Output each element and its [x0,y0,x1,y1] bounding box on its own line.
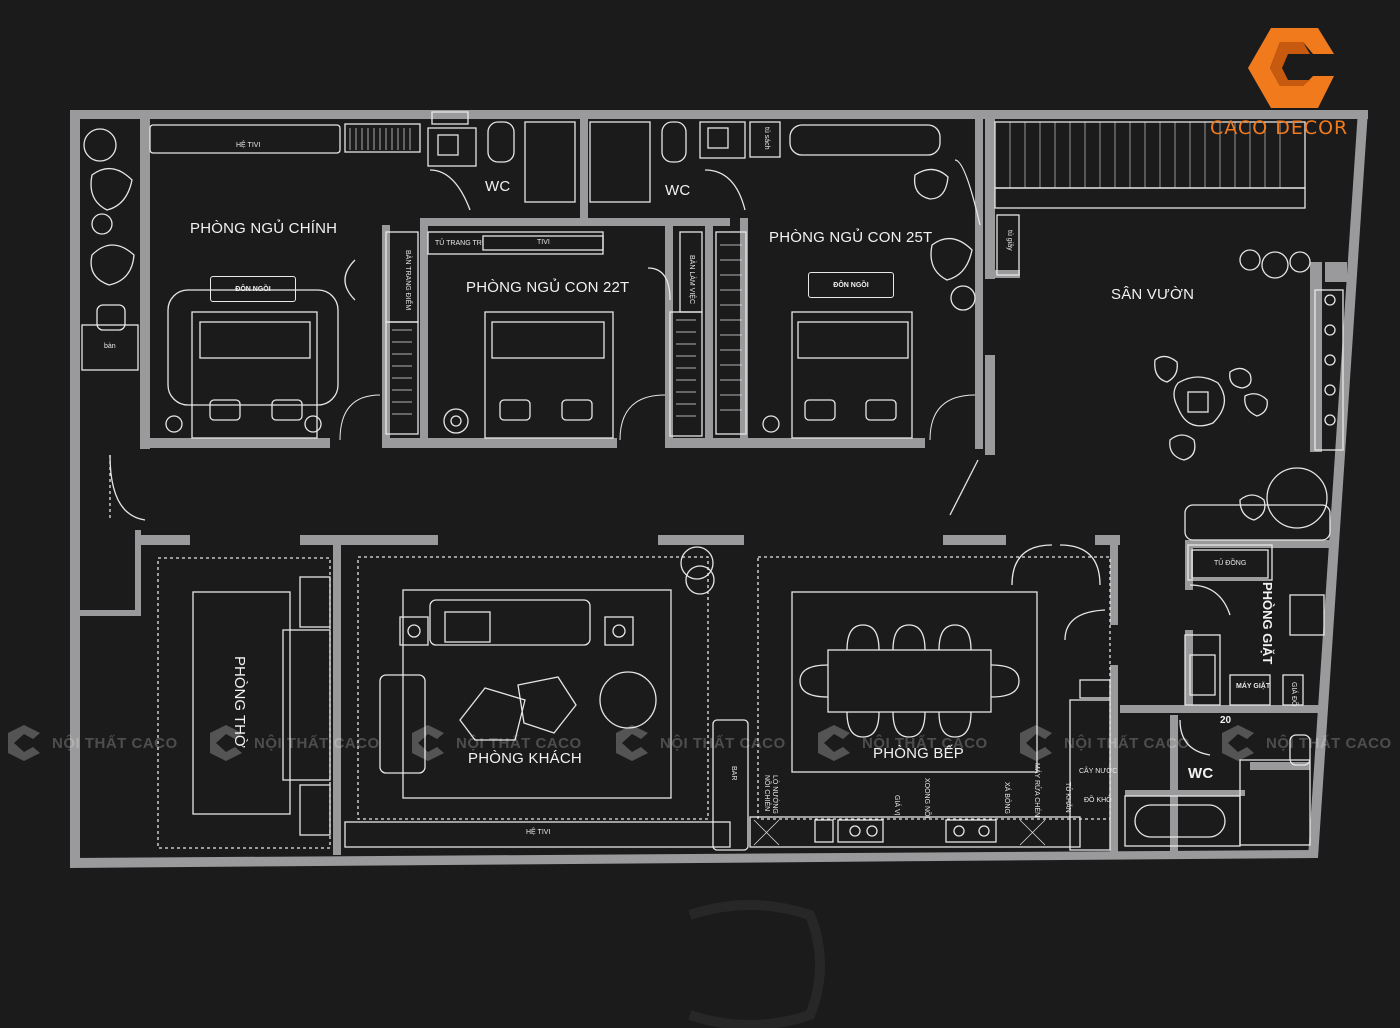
level-marker: 20 [1220,715,1232,726]
room-label-kitchen: PHÒNG BẾP [873,745,964,762]
caco-c-icon [8,725,40,761]
fixture-washing-machine: MÁY GIẶT [1236,683,1271,690]
fixture-oven: LÒ NƯỚNG NỒI CHIÊN [763,775,778,814]
watermark-text: NỘI THẤT CACO [254,734,380,752]
brand-name: CACO DECOR [1210,117,1349,139]
fixture-display-cabinet: TỦ TRANG TRÍ [435,240,484,247]
fixture-dry-storage: ĐỒ KHÔ [1084,797,1112,804]
room-label-laundry: PHÒNG GIẶT [1260,582,1275,665]
caco-c-icon [616,725,648,761]
watermark: NỘI THẤT CACO [1014,718,1190,768]
watermark-text: NỘI THẤT CACO [1064,734,1190,752]
fixture-tv-living: HỆ TIVI [526,829,551,836]
outer-walls [70,110,1368,868]
fixture-bench-25: ĐÔN NGỒI [808,272,894,298]
caco-c-icon [818,725,850,761]
fixture-bowl-rack: XÁ BÔNG [1003,782,1010,814]
room-label-altar-room: PHÒNG THỜ [231,656,248,748]
room-label-wc-1: WC [485,178,511,195]
fixture-bar: BAR [730,766,737,781]
fixture-dishwasher: MÁY RỬA CHÉN [1033,763,1040,818]
fixture-vanity: BÀN TRANG ĐIỂM [404,250,411,311]
shadow-watermark [688,900,825,1028]
room-label-master-bedroom: PHÒNG NGỦ CHÍNH [190,220,338,237]
watermark-text: NỘI THẤT CACO [456,734,582,752]
caco-c-icon [412,725,444,761]
fixture-pot-drawer: XOONG NỒI [923,778,930,819]
room-label-wc-3: WC [1188,765,1214,782]
fixture-tv-22: TIVI [537,239,550,246]
caco-c-icon [1222,725,1254,761]
fixture-bench-master: ĐÔN NGỒI [210,276,296,302]
watermark-text: NỘI THẤT CACO [862,734,988,752]
interior-walls [80,119,1347,855]
watermark: NỘI THẤT CACO [204,718,380,768]
caco-logo-icon [1248,28,1334,108]
watermark-text: NỘI THẤT CACO [660,734,786,752]
watermark: NỘI THẤT CACO [406,718,582,768]
caco-c-icon [1020,725,1052,761]
fixture-tv-master: HỆ TIVI [236,142,261,149]
fixture-desk-small: bàn [104,343,116,350]
room-label-living-room: PHÒNG KHÁCH [468,750,582,767]
watermark: NỘI THẤT CACO [812,718,988,768]
fixture-desk: BÀN LÀM VIỆC [688,255,695,305]
fixture-clothes-rack: GIÁ ĐỒ [1290,682,1297,707]
watermark: NỘI THẤT CACO [1216,718,1392,768]
room-label-bedroom-25: PHÒNG NGỦ CON 25T [769,229,933,246]
watermark: NỘI THẤT CACO [610,718,786,768]
fixture-shoe-cabinet: tủ giầy [1006,230,1013,251]
furniture [81,111,1344,851]
fixture-built-in-cabinet: TỦ ĐỒNG [1214,560,1247,567]
room-label-wc-2: WC [665,182,691,199]
caco-c-icon [210,725,242,761]
room-label-bedroom-22: PHÒNG NGỦ CON 22T [466,279,630,296]
fixture-book-cabinet: tủ sách [763,127,770,150]
watermark-text: NỘI THẤT CACO [1266,734,1392,752]
fixture-spice-rack: GIÁ VỊ [893,795,900,816]
watermark: NỘI THẤT CACO [2,718,178,768]
fixture-towel-cabinet: TỦ KHĂN [1064,782,1071,813]
room-label-garden: SÂN VƯỜN [1111,286,1195,303]
watermark-text: NỘI THẤT CACO [52,734,178,752]
fixture-water-tree: CÂY NƯỚC [1079,768,1118,775]
